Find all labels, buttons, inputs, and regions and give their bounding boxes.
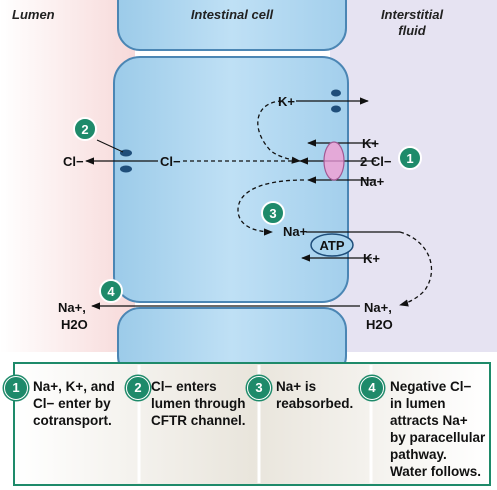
key-badge-2: 2 bbox=[126, 376, 150, 400]
key-badge-4: 4 bbox=[360, 376, 384, 400]
key-4-line-2: in lumen bbox=[390, 396, 446, 411]
key-2-line-2: lumen through bbox=[151, 396, 246, 411]
key-1-line-1: Na+, K+, and bbox=[33, 379, 115, 394]
na-to-interstitial-arrow bbox=[399, 231, 433, 307]
h2o-lumen-label: H2O bbox=[61, 317, 88, 332]
k-pump-label: K+ bbox=[363, 251, 380, 266]
k-channel-top bbox=[331, 89, 341, 97]
key-3-line-1: Na+ is bbox=[276, 379, 317, 394]
key-4-line-6: Water follows. bbox=[390, 464, 482, 479]
cftr-channel-bottom bbox=[120, 165, 132, 173]
k-cotransport-label: K+ bbox=[362, 136, 379, 151]
atp-pump bbox=[310, 233, 354, 257]
step-badge-3: 3 bbox=[261, 201, 285, 225]
key-1-line-3: cotransport. bbox=[33, 413, 112, 428]
key-1-line-2: Cl− enter by bbox=[33, 396, 111, 411]
cftr-channel-top bbox=[120, 149, 132, 157]
key-4-line-5: pathway. bbox=[390, 447, 447, 462]
key-4-line-1: Negative Cl− bbox=[390, 379, 472, 394]
cell-top bbox=[117, 0, 347, 51]
step-badge-1: 1 bbox=[398, 146, 422, 170]
cl-lumen-label: Cl− bbox=[63, 154, 84, 169]
na-lumen-label: Na+, bbox=[58, 300, 86, 315]
cell-label: Intestinal cell bbox=[191, 7, 274, 22]
svg-text:2: 2 bbox=[81, 122, 88, 137]
svg-text:4: 4 bbox=[107, 284, 115, 299]
interstitial-label-line2: fluid bbox=[398, 23, 426, 38]
cl-cell-label: Cl− bbox=[160, 154, 181, 169]
key-2-line-1: Cl− enters bbox=[151, 379, 217, 394]
key-text-1: Na+, K+, and Cl− enter by cotransport. bbox=[33, 378, 115, 429]
lumen-label: Lumen bbox=[12, 7, 55, 22]
interstitial-label-line1: Interstitial bbox=[381, 7, 444, 22]
interstitial-region bbox=[330, 0, 497, 352]
key-text-4: Negative Cl− in lumen attracts Na+ by pa… bbox=[390, 378, 485, 480]
na-cotransport-label: Na+ bbox=[360, 174, 385, 189]
k-recycle-arrow bbox=[257, 100, 301, 164]
svg-text:1: 1 bbox=[406, 151, 413, 166]
key-4-line-4: by paracellular bbox=[390, 430, 486, 445]
key-text-3: Na+ is reabsorbed. bbox=[276, 378, 353, 412]
svg-text:3: 3 bbox=[269, 206, 276, 221]
key-badge-3: 3 bbox=[247, 376, 271, 400]
step-badge-4: 4 bbox=[99, 279, 123, 303]
key-text-2: Cl− enters lumen through CFTR channel. bbox=[151, 378, 246, 429]
na-interstitial-label: Na+, bbox=[364, 300, 392, 315]
cftr-pointer bbox=[96, 139, 124, 153]
key-2-line-3: CFTR channel. bbox=[151, 413, 246, 428]
key-3-line-2: reabsorbed. bbox=[276, 396, 354, 411]
na-to-pump-arrow bbox=[237, 179, 305, 236]
na-cell-label: Na+ bbox=[283, 224, 308, 239]
h2o-interstitial-label: H2O bbox=[366, 317, 393, 332]
cl-cotransport-label: 2 Cl− bbox=[360, 154, 392, 169]
key-badge-1: 1 bbox=[4, 376, 28, 400]
k-channel-bottom bbox=[331, 105, 341, 113]
key-4-line-3: attracts Na+ bbox=[390, 413, 468, 428]
atp-label: ATP bbox=[319, 238, 344, 253]
k-top-label: K+ bbox=[278, 94, 295, 109]
step-badge-2: 2 bbox=[73, 117, 97, 141]
